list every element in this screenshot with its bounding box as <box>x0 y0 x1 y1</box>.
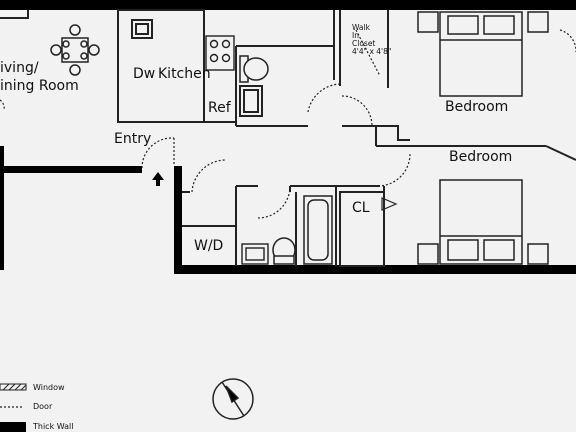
toilet-icon <box>272 237 296 265</box>
thin-walls <box>0 9 576 267</box>
bed-icon <box>439 179 523 265</box>
sink-icon <box>241 243 269 265</box>
bed-icon <box>439 11 523 97</box>
refrigerator-label: Ref <box>208 100 231 116</box>
washer-dryer-label: W/D <box>194 238 224 254</box>
closet-label: CL <box>352 200 370 216</box>
kitchen-label: Kitchen <box>158 66 211 82</box>
stove-icon <box>205 35 235 71</box>
thick-walls <box>0 0 576 274</box>
legend-thick-wall-label: Thick Wall <box>33 422 74 431</box>
living-room-label-line1: iving/ <box>0 60 39 76</box>
compass-icon <box>212 378 254 420</box>
walk-in-closet-label-2: In <box>352 31 359 40</box>
walk-in-closet-dimensions: 4'4" x 4'8" <box>352 47 392 56</box>
legend-swatches <box>0 383 27 432</box>
walk-in-closet-label-3: Closet <box>352 39 376 48</box>
bedroom-1-label: Bedroom <box>445 99 509 115</box>
walk-in-closet-label-1: Walk <box>352 23 370 32</box>
entry-arrow-icon <box>152 172 164 186</box>
doors <box>0 29 576 219</box>
living-room-label-line2: ining Room <box>0 78 79 94</box>
dining-table-icon <box>50 24 100 76</box>
legend-window-label: Window <box>33 383 65 392</box>
entry-label: Entry <box>114 131 152 147</box>
nightstand-icon <box>417 243 549 265</box>
toilet-icon <box>239 55 269 83</box>
legend-door-label: Door <box>33 402 53 411</box>
closet-arrow-icon <box>381 197 398 211</box>
dishwasher-label: Dw <box>133 66 156 82</box>
nightstand-icon <box>417 11 549 33</box>
bedroom-2-label: Bedroom <box>449 149 513 165</box>
bathtub-icon <box>303 195 333 265</box>
